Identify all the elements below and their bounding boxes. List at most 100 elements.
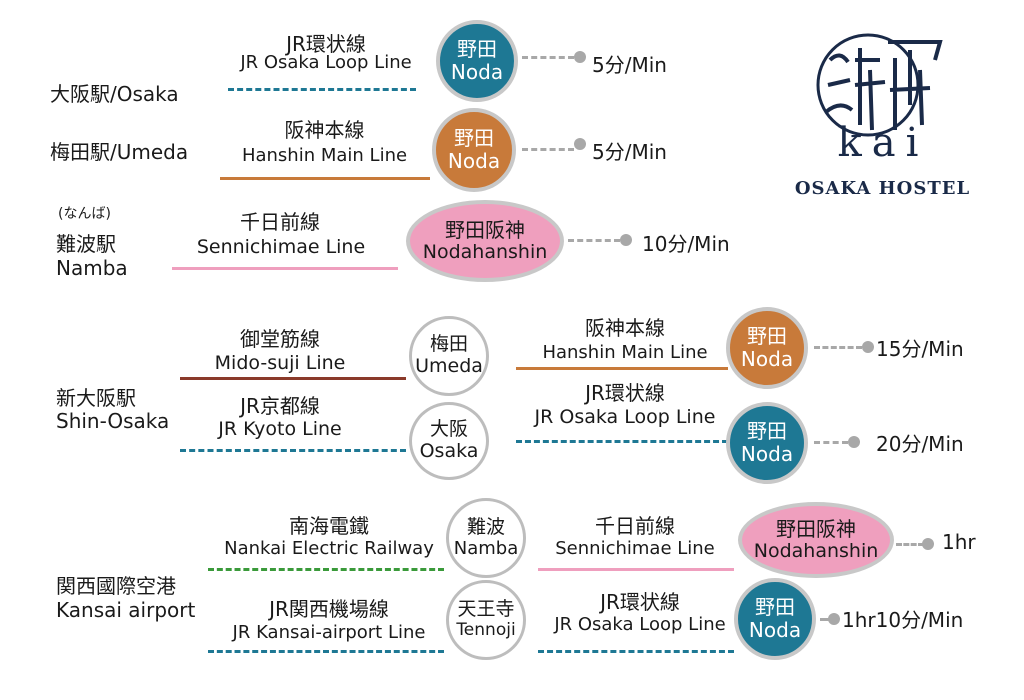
- line-label-kyoto-jp: JR京都線: [240, 394, 320, 418]
- station-umeda: 梅田 Umeda: [409, 316, 489, 396]
- time-dot: [922, 538, 934, 550]
- travel-time: 5分/Min: [592, 53, 667, 77]
- origin-osaka: 大阪駅/Osaka: [50, 82, 179, 106]
- station-noda-en: Noda: [740, 442, 794, 466]
- station-noda: 野田 Noda: [734, 578, 816, 660]
- time-dot: [862, 341, 874, 353]
- line-label-midosuji-jp: 御堂筋線: [240, 327, 320, 351]
- line-label-sennichimae-jp: 千日前線: [595, 514, 675, 538]
- line-label-hanshin-jp: 阪神本線: [585, 316, 665, 340]
- origin-kansai-jp: 関西國際空港: [56, 574, 176, 598]
- station-noda-jp: 野田: [747, 419, 787, 443]
- route-line-jr-loop: [538, 650, 734, 653]
- logo: kai OSAKA HOSTEL: [795, 30, 969, 205]
- logo-subtitle: OSAKA HOSTEL: [794, 178, 971, 199]
- station-noda-en: Noda: [740, 347, 794, 371]
- line-label-hanshin-en: Hanshin Main Line: [241, 145, 408, 166]
- route-line-jr-loop: [228, 88, 416, 91]
- kai-logo-mark: [816, 33, 943, 137]
- route-line-jr-loop: [516, 440, 728, 443]
- origin-shin-osaka-jp: 新大阪駅: [56, 386, 136, 410]
- line-label-jr-loop-en: JR Osaka Loop Line: [534, 406, 716, 428]
- line-label-jr-loop-en: JR Osaka Loop Line: [240, 52, 412, 73]
- time-dot: [848, 436, 860, 448]
- time-dot: [574, 138, 586, 150]
- time-connector: [896, 543, 924, 546]
- time-dot: [620, 234, 632, 246]
- time-dot: [828, 613, 840, 625]
- travel-time: 1hr10分/Min: [842, 608, 964, 632]
- station-osaka: 大阪 Osaka: [409, 402, 489, 480]
- station-namba-jp: 難波: [466, 515, 505, 538]
- origin-namba-en: Namba: [56, 256, 128, 280]
- time-connector: [568, 239, 620, 242]
- station-tennoji: 天王寺 Tennoji: [446, 580, 526, 660]
- station-umeda-en: Umeda: [415, 355, 483, 377]
- station-tennoji-jp: 天王寺: [457, 598, 515, 621]
- line-label-hanshin-en: Hanshin Main Line: [542, 342, 708, 363]
- line-label-jr-loop-jp: JR環状線: [286, 32, 366, 56]
- line-label-nankai-en: Nankai Electric Railway: [224, 538, 434, 559]
- route-line-kyoto: [180, 449, 406, 452]
- time-connector: [820, 618, 830, 621]
- line-label-kansai-airport-en: JR Kansai-airport Line: [232, 622, 426, 643]
- route-line-sennichimae: [172, 267, 398, 270]
- station-noda: 野田 Noda: [726, 307, 808, 389]
- station-noda: 野田 Noda: [436, 20, 518, 102]
- travel-time: 5分/Min: [592, 140, 667, 164]
- origin-namba-jp: 難波駅: [56, 232, 116, 256]
- travel-time: 15分/Min: [876, 337, 964, 361]
- station-nodahanshin-jp: 野田阪神: [445, 217, 525, 242]
- station-noda-jp: 野田: [755, 595, 795, 619]
- route-line-hanshin: [220, 177, 430, 180]
- origin-namba-kana: (なんば): [58, 206, 111, 222]
- route-line-midosuji: [180, 377, 406, 380]
- station-nodahanshin-en: Nodahanshin: [753, 539, 879, 562]
- station-namba: 難波 Namba: [446, 498, 526, 578]
- station-nodahanshin-jp: 野田阪神: [776, 516, 856, 541]
- station-noda-en: Noda: [748, 618, 802, 642]
- travel-time: 10分/Min: [642, 232, 730, 256]
- line-label-jr-loop-en: JR Osaka Loop Line: [554, 614, 726, 635]
- line-label-sennichimae-en: Sennichimae Line: [555, 538, 715, 559]
- line-label-midosuji-en: Mido-suji Line: [214, 352, 346, 374]
- time-connector: [814, 346, 862, 349]
- station-noda-en: Noda: [450, 60, 504, 84]
- time-connector: [522, 56, 574, 59]
- station-tennoji-en: Tennoji: [456, 620, 516, 641]
- route-line-sennichimae: [538, 568, 734, 571]
- station-noda-jp: 野田: [457, 37, 497, 61]
- travel-time: 20分/Min: [876, 432, 964, 456]
- station-noda: 野田 Noda: [432, 108, 516, 192]
- station-namba-en: Namba: [453, 537, 519, 559]
- line-label-kansai-airport-jp: JR関西機場線: [269, 597, 389, 621]
- line-label-sennichimae-jp: 千日前線: [240, 210, 320, 234]
- station-noda-en: Noda: [447, 149, 501, 173]
- time-connector: [814, 441, 848, 444]
- station-nodahanshin-en: Nodahanshin: [422, 240, 548, 263]
- station-noda: 野田 Noda: [726, 402, 808, 484]
- route-line-kansai-airport: [208, 650, 444, 653]
- time-connector: [522, 148, 574, 151]
- station-umeda-jp: 梅田: [429, 333, 468, 356]
- origin-kansai-en: Kansai airport: [56, 598, 196, 622]
- station-osaka-en: Osaka: [419, 440, 479, 462]
- origin-umeda: 梅田駅/Umeda: [50, 140, 189, 164]
- line-label-jr-loop-jp: JR環状線: [600, 590, 680, 614]
- line-label-hanshin-jp: 阪神本線: [284, 118, 365, 142]
- station-noda-jp: 野田: [454, 126, 494, 150]
- origin-shin-osaka-en: Shin-Osaka: [56, 409, 170, 433]
- line-label-jr-loop-jp: JR環状線: [585, 381, 665, 405]
- line-label-sennichimae-en: Sennichimae Line: [196, 236, 366, 258]
- station-osaka-jp: 大阪: [429, 418, 468, 441]
- station-nodahanshin: 野田阪神 Nodahanshin: [406, 200, 564, 282]
- route-line-hanshin: [516, 367, 728, 370]
- travel-time: 1hr: [942, 530, 976, 554]
- route-line-nankai: [208, 568, 444, 571]
- station-noda-jp: 野田: [747, 324, 787, 348]
- line-label-kyoto-en: JR Kyoto Line: [218, 418, 342, 440]
- line-label-nankai-jp: 南海電鐵: [289, 514, 369, 538]
- station-nodahanshin: 野田阪神 Nodahanshin: [738, 502, 894, 578]
- logo-mark-text: kai: [837, 120, 929, 166]
- time-dot: [574, 51, 586, 63]
